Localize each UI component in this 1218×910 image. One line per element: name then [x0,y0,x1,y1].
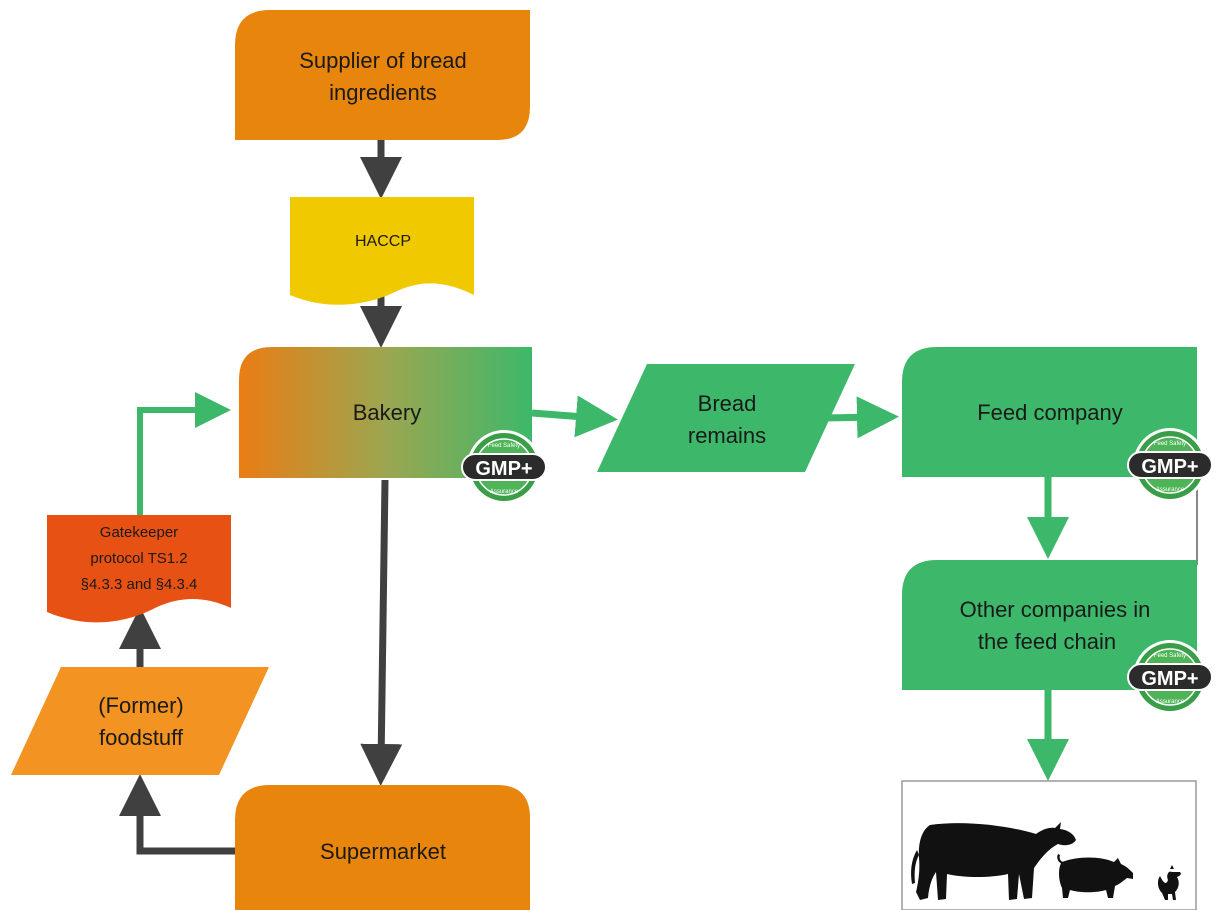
node-haccp: HACCP [290,197,474,305]
feed-company-label: Feed company [977,400,1123,425]
former-foodstuff-label-line1: (Former) [98,693,184,718]
gatekeeper-label-line1: Gatekeeper [100,524,178,541]
node-feed-company: Feed company [902,347,1197,477]
node-supplier: Supplier of bread ingredients [235,10,530,140]
node-bread-remains: Bread remains [597,364,855,472]
gmp-badge-ring-bottom: Assurance [1156,699,1185,705]
arrow-gatekeeper-to-bakery [137,392,231,515]
supermarket-label: Supermarket [320,839,446,864]
gatekeeper-label-line3: §4.3.3 and §4.3.4 [81,576,198,593]
node-gatekeeper: Gatekeeper protocol TS1.2 §4.3.3 and §4.… [47,515,231,623]
node-supermarket: Supermarket [235,785,530,910]
bread-remains-label-line1: Bread [698,391,757,416]
rooster-icon [1157,865,1181,900]
node-former-foodstuff: (Former) foodstuff [11,667,269,775]
gmp-badge-other-companies: Feed Safety GMP+ Assurance [1127,639,1213,715]
node-bakery: Bakery [239,347,532,478]
gmp-badge-ring-top: Feed Safety [1154,653,1186,659]
gmp-badge-ring-bottom: Assurance [1156,487,1185,493]
gmp-badge-text: GMP+ [1141,456,1198,478]
connectors [119,140,1069,855]
gmp-badge-ring-bottom: Assurance [490,489,519,495]
gmp-badge-text: GMP+ [1141,668,1198,690]
other-companies-label-line1: Other companies in [960,597,1151,622]
other-companies-label-line2: the feed chain [978,629,1116,654]
arrow-bakery-to-supermarket [360,479,403,786]
gmp-badge-feed-company: Feed Safety GMP+ Assurance [1127,427,1213,503]
bread-remains-label-line2: remains [688,423,766,448]
haccp-label: HACCP [355,233,411,250]
gmp-badge-ring-top: Feed Safety [488,443,520,449]
supplier-label-line2: ingredients [329,80,437,105]
cow-icon [911,822,1076,900]
gmp-badge-text: GMP+ [475,458,532,480]
gmp-badge-ring-top: Feed Safety [1154,441,1186,447]
arrow-bread-remains-to-feed-company [823,396,899,439]
bakery-label: Bakery [353,400,421,425]
former-foodstuff-label-line2: foodstuff [99,725,184,750]
arrow-supermarket-to-former-foodstuff [119,774,237,855]
gatekeeper-label-line2: protocol TS1.2 [90,550,187,567]
animals-image [901,780,1197,910]
arrow-bakery-to-bread-remains [531,395,618,438]
pig-icon [1057,854,1133,898]
supplier-label-line1: Supplier of bread [299,48,467,73]
node-other-companies: Other companies in the feed chain [902,560,1197,690]
gmp-badge-bakery: Feed Safety GMP+ Assurance [461,429,547,505]
